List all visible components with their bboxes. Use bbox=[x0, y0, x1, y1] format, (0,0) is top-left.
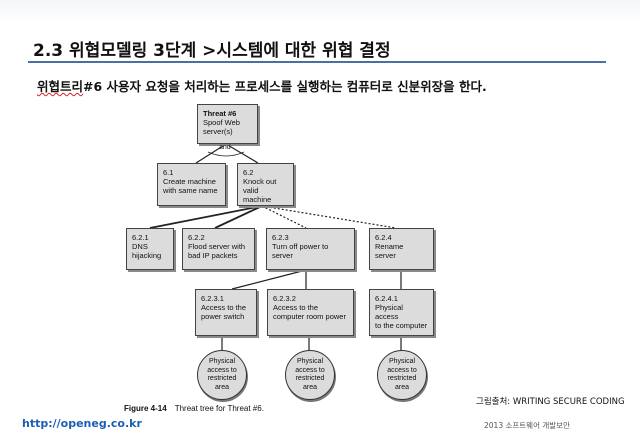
tree-node-6-1: 6.1 Create machine with same name bbox=[157, 163, 226, 206]
node-line: 6.1 bbox=[163, 168, 174, 177]
tree-node-6-2-3: 6.2.3 Turn off power to server bbox=[266, 228, 355, 270]
slide-title: 2.3 위협모델링 3단계 >시스템에 대한 위협 결정 bbox=[33, 41, 391, 61]
leaf-line: area bbox=[214, 383, 229, 391]
slide-top-band bbox=[0, 0, 640, 22]
tree-node-6-2-3-1: 6.2.3.1 Access to the power switch bbox=[195, 289, 257, 336]
edge-6-2-6-2-1 bbox=[149, 205, 263, 229]
node-line: Flood server with bbox=[188, 242, 246, 251]
node-line: server bbox=[272, 251, 293, 260]
leaf-line: Physical bbox=[208, 358, 236, 365]
tree-node-6-2-1: 6.2.1 DNS hijacking bbox=[126, 228, 174, 270]
tree-node-6-2: 6.2 Knock out valid machine bbox=[237, 163, 294, 206]
leaf-line: area bbox=[302, 383, 317, 391]
figure-label: Figure 4-14 bbox=[124, 404, 167, 413]
and-label: and bbox=[219, 144, 231, 151]
node-line: 6.2.3 bbox=[272, 233, 289, 242]
node-line: server(s) bbox=[203, 127, 233, 136]
node-line: hijacking bbox=[132, 251, 162, 260]
subtitle-keyword: 위협트리 bbox=[37, 79, 84, 94]
edge-6-2-6-2-3 bbox=[261, 205, 307, 229]
node-line: Turn off power to bbox=[272, 242, 329, 251]
node-line: 6.2.3.1 bbox=[201, 294, 224, 303]
node-line: computer room power bbox=[273, 312, 346, 321]
edge-6-2-6-2-4 bbox=[261, 205, 397, 229]
node-line: DNS bbox=[132, 242, 148, 251]
subtitle-text: #6 사용자 요청을 처리하는 프로세스를 실행하는 컴퓨터로 신분위장을 한다… bbox=[83, 79, 487, 94]
leaf-line: restricted bbox=[207, 375, 237, 382]
leaf-line: Physical bbox=[388, 358, 416, 365]
leaf-line: access to bbox=[295, 366, 325, 374]
leaf-line: restricted bbox=[295, 375, 325, 382]
slide-subtitle: 위협트리#6 사용자 요청을 처리하는 프로세스를 실행하는 컴퓨터로 신분위장… bbox=[37, 76, 487, 95]
node-line: valid machine bbox=[243, 186, 272, 204]
node-line: 6.2.2 bbox=[188, 233, 205, 242]
node-line: Access to the bbox=[273, 303, 319, 312]
node-line: Knock out bbox=[243, 177, 277, 186]
leaf-line: area bbox=[394, 383, 409, 391]
node-line: 6.2.3.2 bbox=[273, 294, 296, 303]
node-line: bad IP packets bbox=[188, 251, 238, 260]
footer-url-link[interactable]: http://openeg.co.kr bbox=[22, 417, 142, 430]
tree-node-6-2-3-2: 6.2.3.2 Access to the computer room powe… bbox=[267, 289, 354, 336]
tree-leaf-restricted-area: Physical access to restricted area bbox=[285, 350, 335, 400]
tree-node-threat-6: Threat #6 Spoof Web server(s) bbox=[197, 104, 258, 144]
node-line: 6.2.1 bbox=[132, 233, 149, 242]
leaf-line: access to bbox=[387, 366, 417, 374]
node-line: with same name bbox=[163, 186, 218, 195]
node-line: 6.2 bbox=[243, 168, 254, 177]
node-line: Threat #6 bbox=[203, 109, 237, 118]
node-line: Rename bbox=[375, 242, 404, 251]
figure-caption: Figure 4-14 Threat tree for Threat #6. bbox=[124, 404, 264, 413]
leaf-line: access to bbox=[207, 366, 237, 374]
node-line: Create machine bbox=[163, 177, 216, 186]
image-source: 그림출처: WRITING SECURE CODING bbox=[476, 397, 625, 407]
tree-leaf-restricted-area: Physical access to restricted area bbox=[377, 350, 427, 400]
tree-node-6-2-4-1: 6.2.4.1 Physical access to the computer bbox=[369, 289, 434, 336]
node-line: to the computer bbox=[375, 321, 428, 330]
node-line: Access to the bbox=[201, 303, 247, 312]
edge-6-2-3-6-2-3-1 bbox=[231, 269, 307, 290]
node-line: Physical access bbox=[375, 303, 403, 321]
node-line: 6.2.4 bbox=[375, 233, 392, 242]
tree-node-6-2-4: 6.2.4 Rename server bbox=[369, 228, 434, 270]
title-underline bbox=[28, 61, 606, 63]
tree-node-6-2-2: 6.2.2 Flood server with bad IP packets bbox=[182, 228, 255, 270]
leaf-line: restricted bbox=[387, 375, 417, 382]
tree-leaf-restricted-area: Physical access to restricted area bbox=[197, 350, 247, 400]
figure-caption-text: Threat tree for Threat #6. bbox=[174, 404, 264, 413]
node-line: server bbox=[375, 251, 396, 260]
node-line: power switch bbox=[201, 312, 245, 321]
node-line: 6.2.4.1 bbox=[375, 294, 398, 303]
edge-6-2-6-2-2 bbox=[214, 205, 263, 229]
footer-text: 2013 소프트웨어 개발보안 bbox=[484, 421, 570, 430]
edge-root-6-2 bbox=[225, 143, 259, 164]
leaf-line: Physical bbox=[296, 358, 324, 365]
node-line: Spoof Web bbox=[203, 118, 240, 127]
and-arc bbox=[207, 151, 245, 157]
